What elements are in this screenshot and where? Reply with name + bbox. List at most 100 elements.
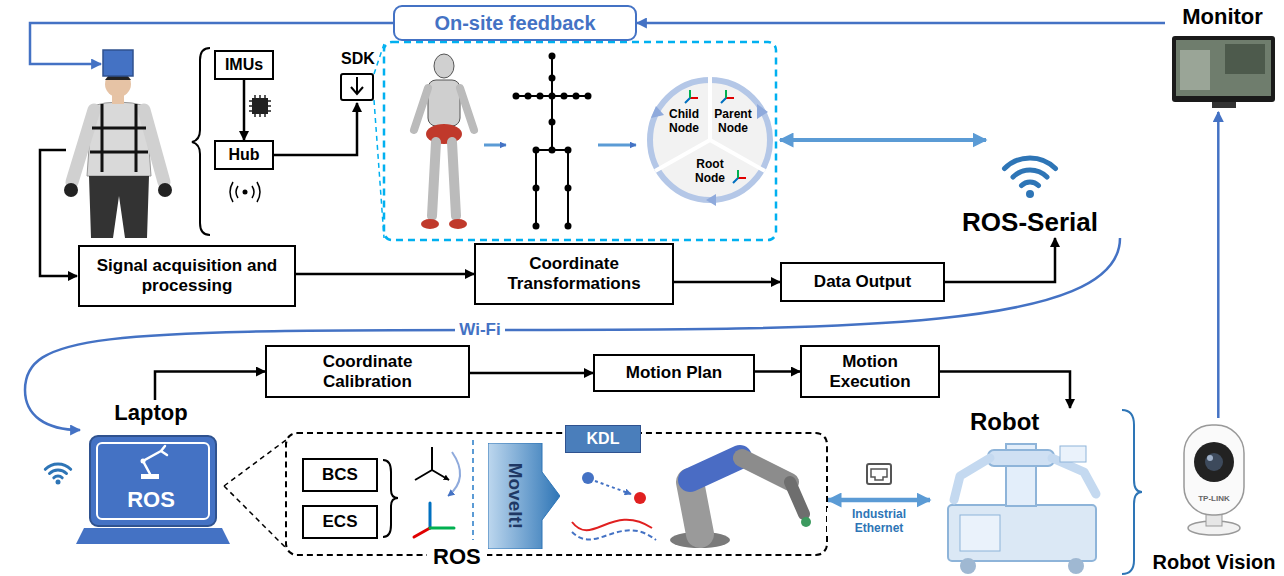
robot-arm-model bbox=[790, 482, 804, 514]
camera-illustration bbox=[1207, 455, 1213, 461]
frame-axes bbox=[415, 447, 449, 480]
section-divider bbox=[472, 440, 474, 540]
laptop-illustration bbox=[97, 443, 209, 519]
hub-to-sdk-wire bbox=[274, 103, 357, 155]
node-text: Hub bbox=[228, 146, 259, 164]
laptop-node: LaptopROS bbox=[80, 400, 222, 548]
wireless-signal-icon bbox=[243, 190, 248, 195]
sdk-icon bbox=[341, 74, 373, 100]
annotation-label: Parent Node bbox=[709, 108, 757, 136]
skeleton-model bbox=[565, 223, 572, 230]
skeleton-model bbox=[585, 93, 592, 100]
ethernet-icon bbox=[867, 464, 891, 484]
robot-illustration bbox=[954, 458, 990, 500]
trajectory-sketch bbox=[572, 530, 656, 540]
humanoid-model bbox=[414, 54, 474, 229]
robot-illustration bbox=[1052, 458, 1096, 494]
node-cycle-ring bbox=[651, 106, 664, 118]
monitor-node: Monitor bbox=[1165, 4, 1280, 112]
laptop-wifi-icon bbox=[56, 480, 61, 485]
skeleton-model bbox=[537, 93, 544, 100]
node-text: Coordinate Calibration bbox=[303, 352, 433, 391]
ethernet-icon bbox=[867, 464, 891, 484]
monitor-illustration bbox=[1172, 36, 1275, 102]
node-text: Laptop bbox=[114, 400, 187, 425]
laptop-illustration bbox=[143, 446, 167, 474]
operator-figure bbox=[158, 183, 172, 197]
feedback-wire bbox=[30, 23, 393, 64]
laptop-zoom-lines bbox=[224, 440, 286, 548]
humanoid-model bbox=[434, 54, 454, 78]
annotation-label: Root Node bbox=[686, 158, 734, 186]
robot-arm-model bbox=[690, 457, 740, 480]
camera-illustration bbox=[1184, 425, 1244, 535]
hub-box: Hub bbox=[214, 140, 274, 170]
arrow-outline bbox=[488, 443, 560, 549]
node-text: Motion Execution bbox=[815, 352, 925, 391]
wireless-signal-icon bbox=[230, 182, 260, 202]
connector bbox=[25, 238, 1120, 430]
hub-to-sdk-wire bbox=[274, 103, 357, 155]
skeleton-model bbox=[549, 93, 556, 100]
sensor-brace bbox=[192, 48, 210, 235]
process-box: Coordinate Calibration bbox=[265, 345, 470, 398]
serial-link-arrow bbox=[780, 138, 986, 142]
robot-illustration bbox=[988, 450, 1054, 466]
node-text: Monitor bbox=[1182, 4, 1263, 29]
node-cycle-ring bbox=[655, 77, 765, 171]
sdk-zoom-lines bbox=[374, 44, 384, 238]
sdk-icon bbox=[341, 74, 373, 100]
frame-axes bbox=[448, 452, 460, 496]
sdk-zoom-lines bbox=[374, 44, 384, 238]
robot-arm-model bbox=[801, 517, 811, 527]
skeleton-model bbox=[516, 58, 588, 226]
operator-wire bbox=[40, 150, 77, 276]
robot-illustration bbox=[960, 515, 1000, 551]
serial-link-arrow bbox=[780, 140, 986, 141]
operator-figure bbox=[103, 50, 133, 76]
robot-arm-model bbox=[670, 457, 811, 548]
wifi-icon bbox=[1005, 158, 1056, 198]
skeleton-model bbox=[533, 223, 540, 230]
frame-axes bbox=[414, 447, 460, 537]
operator-figure bbox=[90, 104, 148, 172]
wireless-signal-icon bbox=[230, 182, 260, 202]
process-box: Motion Execution bbox=[800, 345, 940, 398]
trajectory-sketch bbox=[595, 481, 631, 494]
connector bbox=[940, 372, 1070, 409]
node-text: Signal acquisition and processing bbox=[92, 256, 282, 295]
model-arrow bbox=[598, 144, 636, 147]
ros-serial-node: ROS-Serial bbox=[935, 135, 1125, 238]
operator-wire bbox=[40, 150, 77, 276]
imu-chip-icon bbox=[249, 95, 271, 117]
wifi-icon bbox=[1026, 190, 1034, 198]
operator-figure bbox=[89, 176, 149, 238]
node-cycle-ring bbox=[650, 77, 770, 206]
model-arrow bbox=[484, 144, 506, 147]
connector bbox=[155, 372, 265, 401]
frame-axes bbox=[429, 503, 432, 528]
node-text: ROS bbox=[127, 487, 175, 512]
operator-figure bbox=[144, 110, 164, 182]
laptop-zoom-lines bbox=[224, 440, 286, 548]
frame-brace bbox=[383, 460, 398, 537]
sdk-icon bbox=[351, 77, 363, 94]
ros-frame: ROSBCSECSMoveIt!KDL bbox=[285, 432, 828, 556]
connector bbox=[1217, 112, 1220, 418]
skeleton-model bbox=[549, 119, 556, 126]
node-text: Data Output bbox=[814, 272, 911, 292]
node-text: MoveIt! bbox=[504, 463, 526, 530]
frame-brace bbox=[383, 460, 398, 537]
operator-figure bbox=[64, 50, 172, 238]
connector bbox=[637, 22, 1165, 25]
humanoid-model bbox=[428, 80, 460, 126]
imu-chip-icon bbox=[249, 95, 271, 117]
arrow-body: MoveIt! bbox=[488, 443, 542, 549]
trajectory-sketch bbox=[572, 472, 656, 540]
skeleton-model bbox=[513, 53, 592, 230]
node-text: ROS bbox=[427, 544, 487, 569]
robot-arm-model bbox=[742, 458, 790, 482]
node-text: Motion Plan bbox=[626, 363, 722, 383]
monitor-illustration bbox=[1176, 40, 1271, 96]
node-cycle-ring bbox=[706, 194, 716, 206]
